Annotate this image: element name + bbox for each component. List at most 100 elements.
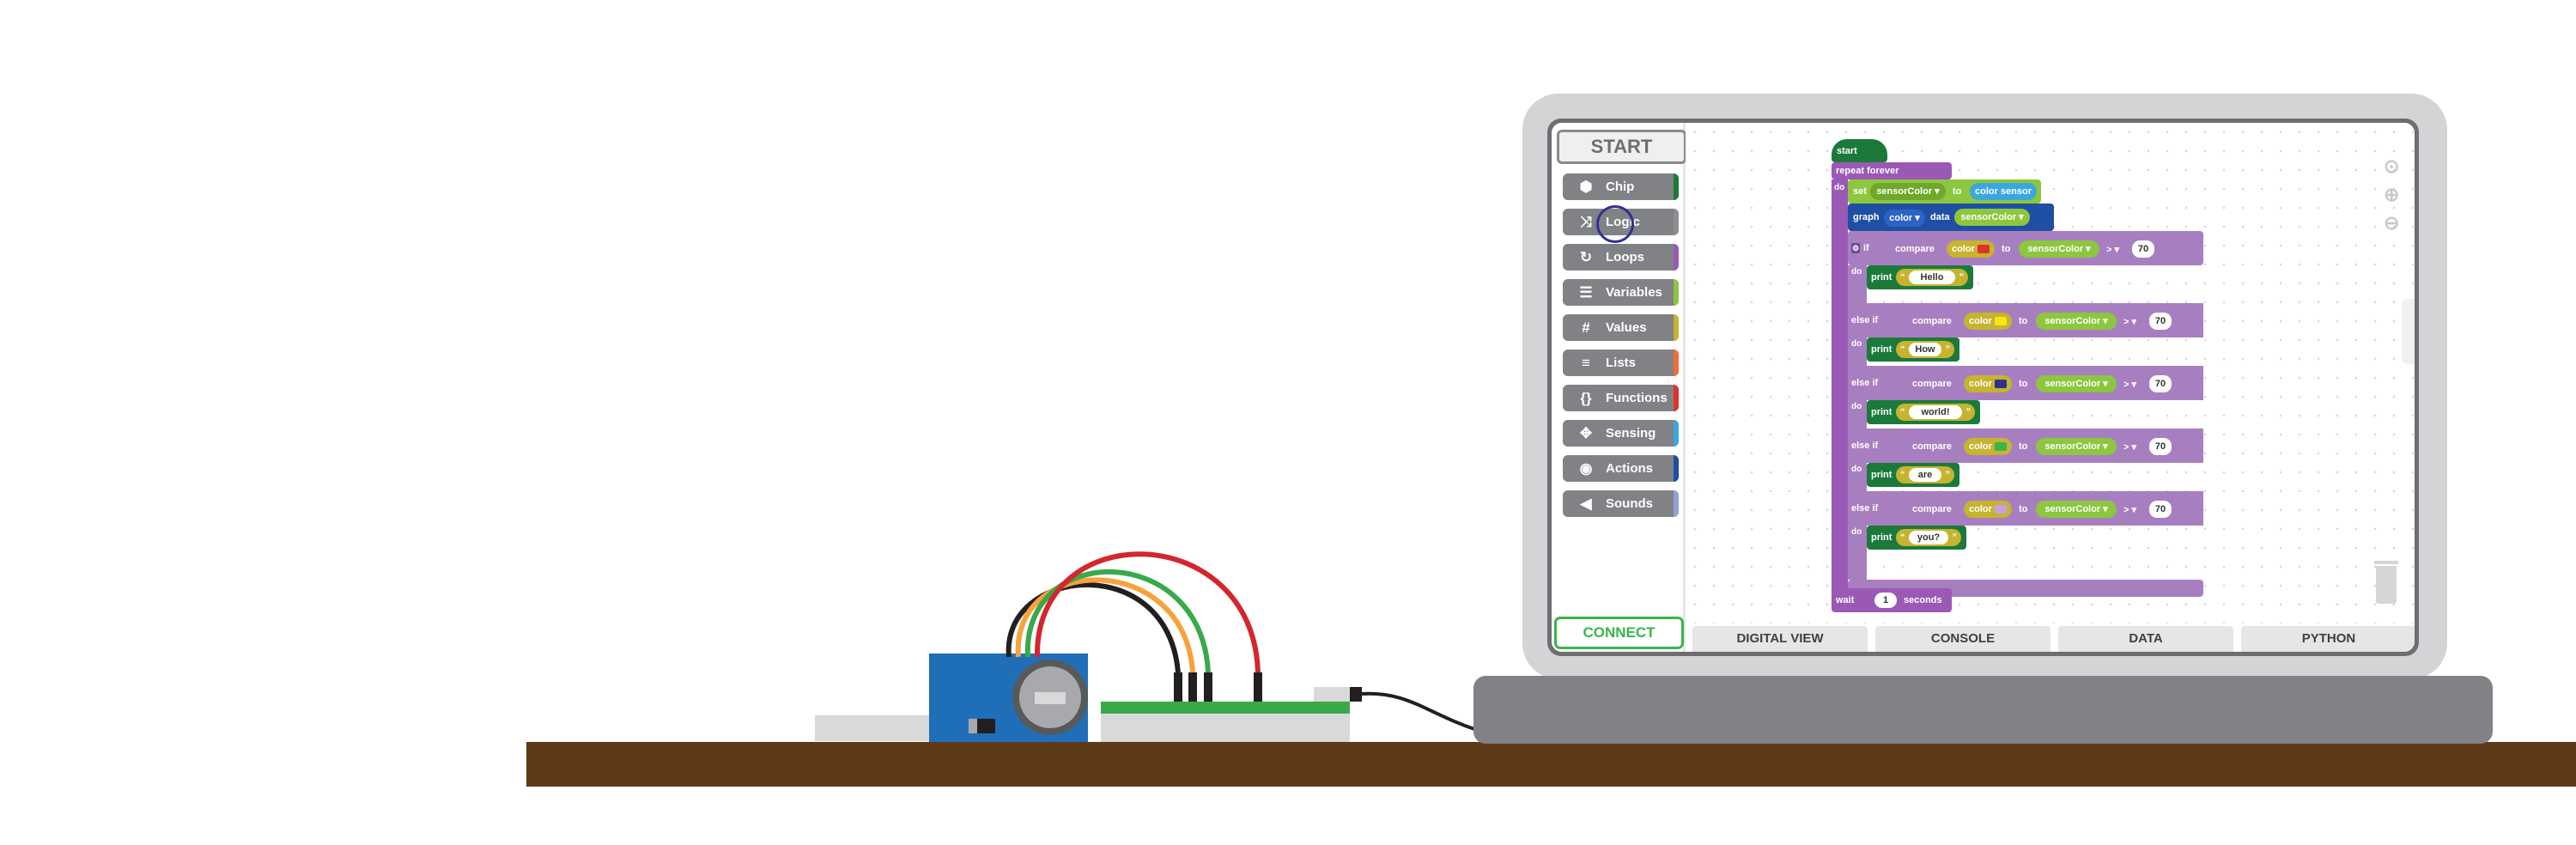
sensor-icon: ✥ bbox=[1579, 425, 1593, 441]
print-block[interactable]: print“world!” bbox=[1867, 400, 1980, 424]
color-sensor-pill[interactable]: color sensor bbox=[1970, 183, 2037, 200]
print-block[interactable]: print“How” bbox=[1867, 337, 1959, 362]
category-color-stripe bbox=[1674, 279, 1679, 306]
print-block[interactable]: print“you?” bbox=[1867, 526, 1966, 550]
graph-block[interactable]: graph color ▾ data sensorColor ▾ bbox=[1848, 204, 2054, 231]
wait-block[interactable]: wait 1 seconds bbox=[1832, 588, 1952, 612]
toolbox-category-sounds[interactable]: ◀Sounds bbox=[1563, 490, 1679, 517]
trash-icon[interactable] bbox=[2372, 561, 2400, 604]
wait-seconds-input[interactable]: 1 bbox=[1874, 593, 1897, 608]
bottom-tab-bar: DIGITAL VIEW CONSOLE DATA PYTHON bbox=[1686, 623, 2415, 652]
category-color-stripe bbox=[1674, 385, 1679, 411]
breadboard bbox=[1101, 702, 1350, 714]
category-color-stripe bbox=[1674, 209, 1679, 235]
do-label: do bbox=[1851, 267, 1862, 277]
cursor-indicator bbox=[1596, 205, 1634, 243]
text-value-pill[interactable]: “are” bbox=[1896, 466, 1954, 483]
do-label: do bbox=[1851, 402, 1862, 411]
text-value-pill[interactable]: “How” bbox=[1896, 341, 1954, 358]
category-color-stripe bbox=[1674, 314, 1679, 341]
compare-variable-pill[interactable]: sensorColor ▾ bbox=[2019, 240, 2099, 258]
graph-color-dropdown[interactable]: color ▾ bbox=[1884, 210, 1925, 227]
toolbox-category-chip[interactable]: ⬢Chip bbox=[1563, 173, 1679, 200]
toolbox-category-label: Functions bbox=[1606, 391, 1668, 405]
sensor-board-shelf bbox=[815, 715, 940, 741]
print-text-input[interactable]: you? bbox=[1909, 531, 1948, 544]
text-value-pill[interactable]: “world!” bbox=[1896, 404, 1975, 421]
variable-dropdown[interactable]: sensorColor ▾ bbox=[1870, 183, 1946, 200]
threshold-input[interactable]: 70 bbox=[2149, 501, 2172, 518]
hardware-setup bbox=[815, 551, 1478, 742]
graph-data-variable[interactable]: sensorColor ▾ bbox=[1954, 209, 2030, 226]
toolbox-category-functions[interactable]: {} Functions bbox=[1563, 385, 1679, 411]
zoom-out-icon[interactable]: ⊖ bbox=[2384, 212, 2400, 234]
compare-variable-pill[interactable]: sensorColor ▾ bbox=[2036, 501, 2117, 518]
category-color-stripe bbox=[1674, 420, 1679, 447]
print-text-input[interactable]: are bbox=[1909, 468, 1941, 482]
color-value-pill[interactable]: color bbox=[1964, 313, 2012, 330]
toolbox-category-values[interactable]: #Values bbox=[1563, 314, 1679, 341]
toolbox-category-loops[interactable]: ↻Loops bbox=[1563, 244, 1679, 271]
color-swatch[interactable] bbox=[1995, 505, 2007, 514]
set-variable-block[interactable]: set sensorColor ▾ to color sensor bbox=[1848, 179, 2041, 204]
toolbox-category-sensing[interactable]: ✥Sensing bbox=[1563, 420, 1679, 447]
toolbox-category-label: Lists bbox=[1606, 356, 1637, 370]
braces-icon: {} bbox=[1580, 390, 1592, 406]
toolbox-category-label: Variables bbox=[1606, 285, 1662, 300]
print-block[interactable]: print“are” bbox=[1867, 463, 1959, 487]
category-color-stripe bbox=[1674, 350, 1679, 376]
zoom-in-icon[interactable]: ⊕ bbox=[2384, 184, 2400, 205]
threshold-input[interactable]: 70 bbox=[2149, 313, 2172, 330]
color-swatch[interactable] bbox=[1995, 442, 2007, 451]
threshold-input[interactable]: 70 bbox=[2132, 240, 2154, 258]
scrollbar-handle[interactable] bbox=[2402, 299, 2415, 364]
print-text-input[interactable]: How bbox=[1909, 343, 1941, 356]
do-label: do bbox=[1851, 527, 1862, 537]
color-value-pill[interactable]: color bbox=[1964, 501, 2012, 518]
toolbox-category-label: Actions bbox=[1606, 461, 1654, 476]
color-swatch[interactable] bbox=[1995, 317, 2007, 325]
do-label: do bbox=[1851, 465, 1862, 474]
color-swatch[interactable] bbox=[1978, 245, 1990, 253]
toolbox-category-label: Chip bbox=[1606, 179, 1635, 194]
color-value-pill[interactable]: color bbox=[1947, 240, 1995, 258]
category-color-stripe bbox=[1674, 173, 1679, 200]
toolbox-panel: START ⬢Chip⤨Logic↻Loops☰Variables#Values… bbox=[1552, 123, 1686, 652]
tab-data[interactable]: DATA bbox=[2058, 626, 2233, 652]
print-text-input[interactable]: world! bbox=[1909, 405, 1962, 419]
text-value-pill[interactable]: “you?” bbox=[1896, 529, 1961, 546]
laptop-base bbox=[1473, 676, 2493, 744]
start-block[interactable]: start bbox=[1832, 139, 1887, 162]
repeat-forever-block[interactable]: repeat forever bbox=[1832, 162, 1952, 179]
threshold-input[interactable]: 70 bbox=[2149, 375, 2172, 392]
text-value-pill[interactable]: “Hello” bbox=[1896, 269, 1968, 286]
color-value-pill[interactable]: color bbox=[1964, 375, 2012, 392]
compare-variable-pill[interactable]: sensorColor ▾ bbox=[2036, 313, 2117, 330]
color-value-pill[interactable]: color bbox=[1964, 438, 2012, 455]
toolbox-category-label: Values bbox=[1606, 320, 1647, 335]
toolbox-category-actions[interactable]: ◉Actions bbox=[1563, 455, 1679, 482]
threshold-input[interactable]: 70 bbox=[2149, 438, 2172, 455]
toolbox-category-label: Loops bbox=[1606, 250, 1644, 264]
tab-console[interactable]: CONSOLE bbox=[1875, 626, 2050, 652]
compare-variable-pill[interactable]: sensorColor ▾ bbox=[2036, 438, 2117, 455]
tab-python[interactable]: PYTHON bbox=[2241, 626, 2415, 652]
connect-button[interactable]: CONNECT bbox=[1554, 617, 1684, 649]
color-swatch[interactable] bbox=[1995, 380, 2007, 388]
recenter-icon[interactable]: ⊙ bbox=[2384, 155, 2400, 177]
tab-digital-view[interactable]: DIGITAL VIEW bbox=[1692, 626, 1868, 652]
desk bbox=[526, 742, 2576, 787]
print-text-input[interactable]: Hello bbox=[1909, 271, 1955, 284]
block-workspace[interactable]: ⊙ ⊕ ⊖ start repeat forever do set sensor… bbox=[1686, 123, 2415, 623]
toolbox-category-lists[interactable]: ≡Lists bbox=[1563, 350, 1679, 376]
category-color-stripe bbox=[1674, 244, 1679, 271]
toolbox-category-variables[interactable]: ☰Variables bbox=[1563, 279, 1679, 306]
print-block[interactable]: print“Hello” bbox=[1867, 265, 1973, 289]
start-button[interactable]: START bbox=[1557, 130, 1686, 164]
compare-variable-pill[interactable]: sensorColor ▾ bbox=[2036, 375, 2117, 392]
